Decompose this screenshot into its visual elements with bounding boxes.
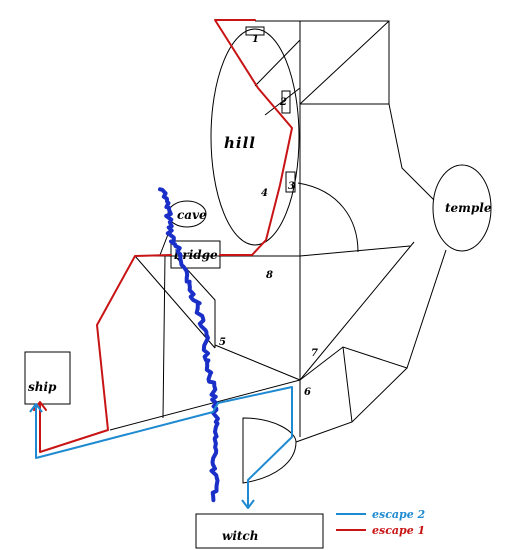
hill-shape xyxy=(210,28,300,246)
escape-2-tail xyxy=(29,403,43,413)
road-east xyxy=(295,367,408,443)
number-8: 8 xyxy=(266,270,273,281)
cave-label: cave xyxy=(177,208,207,222)
road-ship-6 xyxy=(109,379,301,431)
bridge-to-5 xyxy=(134,255,216,349)
marker-2-box xyxy=(281,90,291,114)
legend: escape 2 escape 1 xyxy=(336,508,426,537)
map-lines xyxy=(109,20,447,484)
road-6-temple xyxy=(299,241,415,381)
escape-2-route xyxy=(35,386,293,507)
marker-3-box xyxy=(285,171,296,193)
road-7-south xyxy=(342,346,353,423)
bridge-label: bridge xyxy=(174,248,218,262)
number-3: 3 xyxy=(288,181,295,192)
road-8 xyxy=(299,245,411,257)
hill-label: hill xyxy=(224,134,256,152)
escape-1-upper xyxy=(214,19,293,256)
legend-escape-2-label: escape 2 xyxy=(372,508,426,521)
witch-tower-shape xyxy=(242,417,297,484)
top-right-block xyxy=(299,20,390,105)
ship-label: ship xyxy=(28,380,57,394)
escape-1-lower xyxy=(39,254,172,453)
legend-escape-1-label: escape 1 xyxy=(372,524,425,537)
ship-box xyxy=(24,351,71,405)
road-7-loop xyxy=(299,249,447,381)
temple-label: temple xyxy=(445,201,492,215)
escape-2-arrowhead xyxy=(241,499,255,509)
road-3-curve xyxy=(297,182,359,253)
hill-diagonal-1 xyxy=(254,39,301,87)
block-diagonal xyxy=(299,20,390,105)
witch-box xyxy=(195,513,324,549)
number-1: 1 xyxy=(252,34,259,45)
witch-label: witch xyxy=(222,529,258,543)
number-5: 5 xyxy=(219,337,226,348)
road-to-temple xyxy=(388,103,435,201)
number-6: 6 xyxy=(304,387,311,398)
marker-1-box xyxy=(245,26,265,36)
road-5-6 xyxy=(214,344,301,381)
number-7: 7 xyxy=(311,348,318,359)
number-2: 2 xyxy=(279,97,287,108)
bridge-south xyxy=(162,254,166,419)
temple-shape xyxy=(432,164,492,252)
river-path xyxy=(158,187,220,503)
number-4: 4 xyxy=(261,188,268,199)
